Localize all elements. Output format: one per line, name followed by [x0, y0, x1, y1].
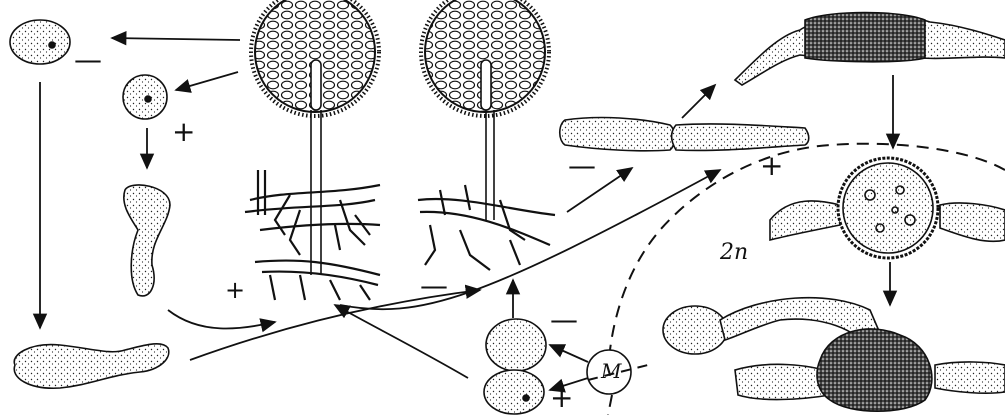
- label-minus-spore-bottom: —: [550, 306, 578, 334]
- zygospore: [770, 158, 1005, 258]
- label-diploid-2n: 2п: [720, 242, 748, 264]
- germinating-spore: [124, 185, 170, 296]
- label-minus-spore-top: —: [74, 46, 102, 74]
- label-plus-spore-small: +: [172, 118, 195, 146]
- label-plus-mycelium: +: [225, 278, 245, 302]
- label-meiosis-m: M: [601, 361, 621, 381]
- spore-plus-bottom: [484, 370, 544, 414]
- label-minus-mycelium: —: [420, 272, 448, 300]
- germ-tube: [14, 344, 169, 388]
- gametangium-plus: [672, 124, 809, 151]
- label-minus-gamete: —: [568, 152, 596, 180]
- sporangium-right: [421, 0, 549, 220]
- fusion-center-dark: [805, 13, 925, 62]
- label-plus-spore-bottom: +: [550, 384, 573, 412]
- gametangium-minus: [560, 118, 675, 151]
- spore-minus-top: [10, 20, 70, 64]
- germinating-zygospore: [663, 298, 1005, 412]
- sporangium-left: [251, 0, 379, 275]
- mycelium-plus: [245, 170, 380, 300]
- spore-minus-bottom: [486, 319, 546, 371]
- spore-plus-small: [123, 75, 167, 119]
- label-plus-gamete: +: [760, 152, 783, 180]
